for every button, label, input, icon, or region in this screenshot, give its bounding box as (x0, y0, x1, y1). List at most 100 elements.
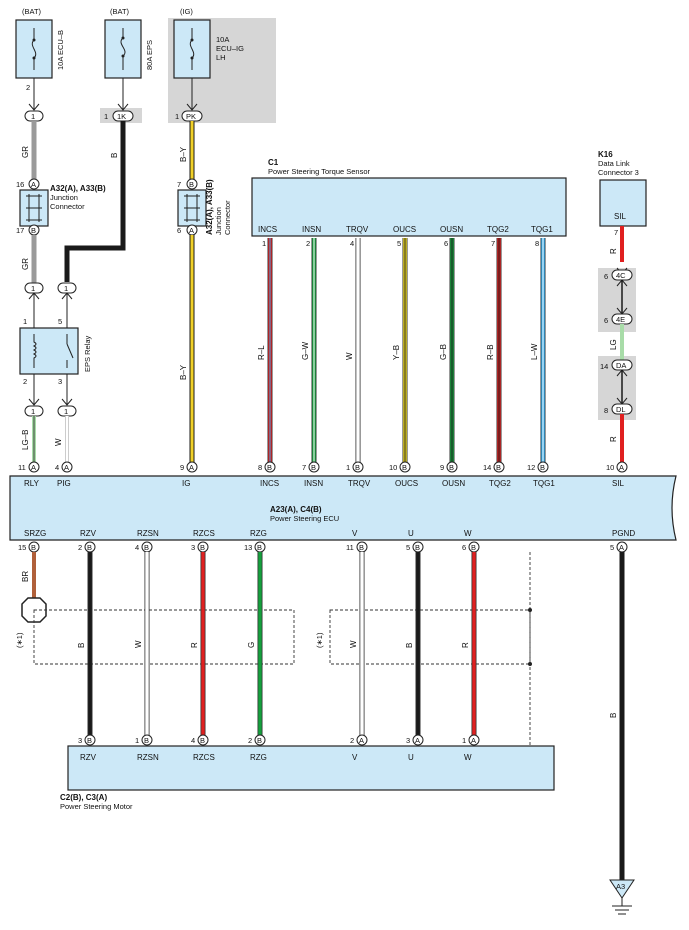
label-motor-v: W (349, 640, 358, 648)
motor-pin-rzsn (141, 734, 153, 746)
jc1-line1: Junction (50, 193, 78, 202)
ecu-top-pins: A11RLYA4PIGA9IGB8INCSB7INSNB1TRQVB10OUCS… (18, 461, 628, 488)
fuse-ecub-label: 10A ECU–B (56, 30, 65, 70)
motor-pin-rzcs-cavity: B (200, 736, 205, 745)
conn-1k-id: 1K (117, 112, 126, 121)
motor-pin-rzcs-num: 4 (191, 736, 195, 745)
ecu-top-pin-rly-0 (28, 461, 40, 473)
relay-switch (66, 343, 74, 359)
ecu-top-pin-sil-10-cavity: A (619, 463, 624, 472)
ecu-top-pin-ousn-7-cavity: B (449, 463, 454, 472)
sensor-pin-name-trqv: TRQV (346, 225, 369, 234)
ecu-bot-name-rzcs: RZCS (193, 529, 215, 538)
dlc-line2: Connector 3 (598, 168, 639, 177)
ecu-top-pin-trqv-5 (352, 461, 364, 473)
svg-text:1: 1 (64, 284, 68, 293)
motor-pin-rzsn-cavity: B (144, 736, 149, 745)
ecu-bot-name-srzg: SRZG (24, 529, 46, 538)
conn-1k-pin: 1 (104, 112, 108, 121)
ecu-top-pin-insn-4-num: 7 (302, 463, 306, 472)
conn-da-id: DA (616, 361, 626, 370)
ecu-bot-name-u: U (408, 529, 414, 538)
label-motor-u: B (405, 643, 414, 648)
ecu-bot-pin-v-num: 11 (346, 543, 354, 552)
ecu-top-pin-ig-2-cavity: A (189, 463, 194, 472)
motor-pin-v-cavity: A (359, 736, 364, 745)
label-wire-insn: G–W (301, 341, 310, 360)
ecu-top-name-oucs-6: OUCS (395, 479, 418, 488)
motor-pin-rzg (254, 734, 266, 746)
conn-da-pin: 14 (600, 362, 608, 371)
ecu-top-name-trqv-5: TRQV (348, 479, 371, 488)
label-lgb: LG–B (21, 430, 30, 450)
motor-pin-name-rzg: RZG (250, 753, 267, 762)
ecu-top-name-incs-3: INCS (260, 479, 279, 488)
ecu-bot-name-rzv: RZV (80, 529, 97, 538)
motor-box (67, 745, 555, 791)
motor-pin-u-num: 3 (406, 736, 410, 745)
sensor-pin-name-tqg2: TQG2 (487, 225, 509, 234)
sensor-pin-num-tqg1: 8 (535, 239, 539, 248)
sensor-pin-num-trqv: 4 (350, 239, 354, 248)
label-sil-lg: LG (609, 339, 618, 350)
motor-pin-w (468, 734, 480, 746)
ground-id: A3 (616, 882, 625, 891)
motor-name: Power Steering Motor (60, 802, 133, 811)
dlc-pin-name: SIL (614, 212, 627, 221)
label-wire-tqg2: R–B (486, 344, 495, 360)
ecu-top-pin-rly-0-cavity: A (31, 463, 36, 472)
ecu-bot-pin-rzcs-cavity: B (200, 543, 205, 552)
motor-pin-name-rzsn: RZSN (137, 753, 159, 762)
ecu-top-pin-sil-10 (616, 461, 628, 473)
ecu-top-pin-pig-1-cavity: A (64, 463, 69, 472)
ecu-bot-pin-rzsn-num: 4 (135, 543, 139, 552)
ecu-top-pin-incs-3 (264, 461, 276, 473)
label-wire-trqv: W (345, 352, 354, 360)
ecu-bot-pin-rzcs-num: 3 (191, 543, 195, 552)
motor-pin-rzg-num: 2 (248, 736, 252, 745)
motor-pin-rzv-cavity: B (87, 736, 92, 745)
conn-4c-id: 4C (616, 271, 626, 280)
jc1-pin-top-c: A (31, 180, 36, 189)
sensor-pin-name-ousn: OUSN (440, 225, 463, 234)
conn-4e-id: 4E (616, 315, 625, 324)
ecu-top-pin-insn-4 (308, 461, 320, 473)
fuse-eps-label: 80A EPS (145, 40, 154, 70)
fuse-ecuig-label-3: LH (216, 53, 226, 62)
motor-pin-u-cavity: A (415, 736, 420, 745)
jc1-pin-bot: 17 (16, 226, 24, 235)
label-sil-r1: R (609, 248, 618, 254)
ecu-top-pin-tqg1-9-cavity: B (540, 463, 545, 472)
label-gr-2: GR (21, 258, 30, 270)
ecu-top-pin-insn-4-cavity: B (311, 463, 316, 472)
jc2-pin-bot: 6 (177, 226, 181, 235)
relay-pin-1: 1 (23, 317, 27, 326)
ground-tag (609, 879, 635, 899)
ecu-bot-pin-srzg-num: 15 (18, 543, 26, 552)
jc1-code: A32(A), A33(B) (50, 184, 106, 193)
ecu-top-name-pig-1: PIG (57, 479, 71, 488)
fuse-ecuig-label-1: 10A (216, 35, 229, 44)
sensor-code: C1 (268, 158, 279, 167)
ecu-bot-name-v: V (352, 529, 358, 538)
jc2-line1: Junction (214, 207, 223, 235)
conn-pk-pin: 1 (175, 112, 179, 121)
label-motor-rzg: G (247, 642, 256, 648)
ecu-top-name-insn-4: INSN (304, 479, 323, 488)
jc2-code: A32(A), A33(B) (205, 179, 214, 235)
ecu-bot-pin-rzv-cavity: B (87, 543, 92, 552)
relay-pin-5: 5 (58, 317, 62, 326)
motor-pin-w-num: 1 (462, 736, 466, 745)
label-wire-tqg1: L–W (530, 343, 539, 360)
motor-pin-name-v: V (352, 753, 358, 762)
ecu-top-pin-tqg2-8-cavity: B (496, 463, 501, 472)
label-motor-rzcs: R (190, 642, 199, 648)
ecu-bot-name-rzsn: RZSN (137, 529, 159, 538)
ecu-top-pin-tqg1-9-num: 12 (527, 463, 535, 472)
label-gr-1: GR (21, 146, 30, 158)
ecu-top-pin-oucs-6 (399, 461, 411, 473)
